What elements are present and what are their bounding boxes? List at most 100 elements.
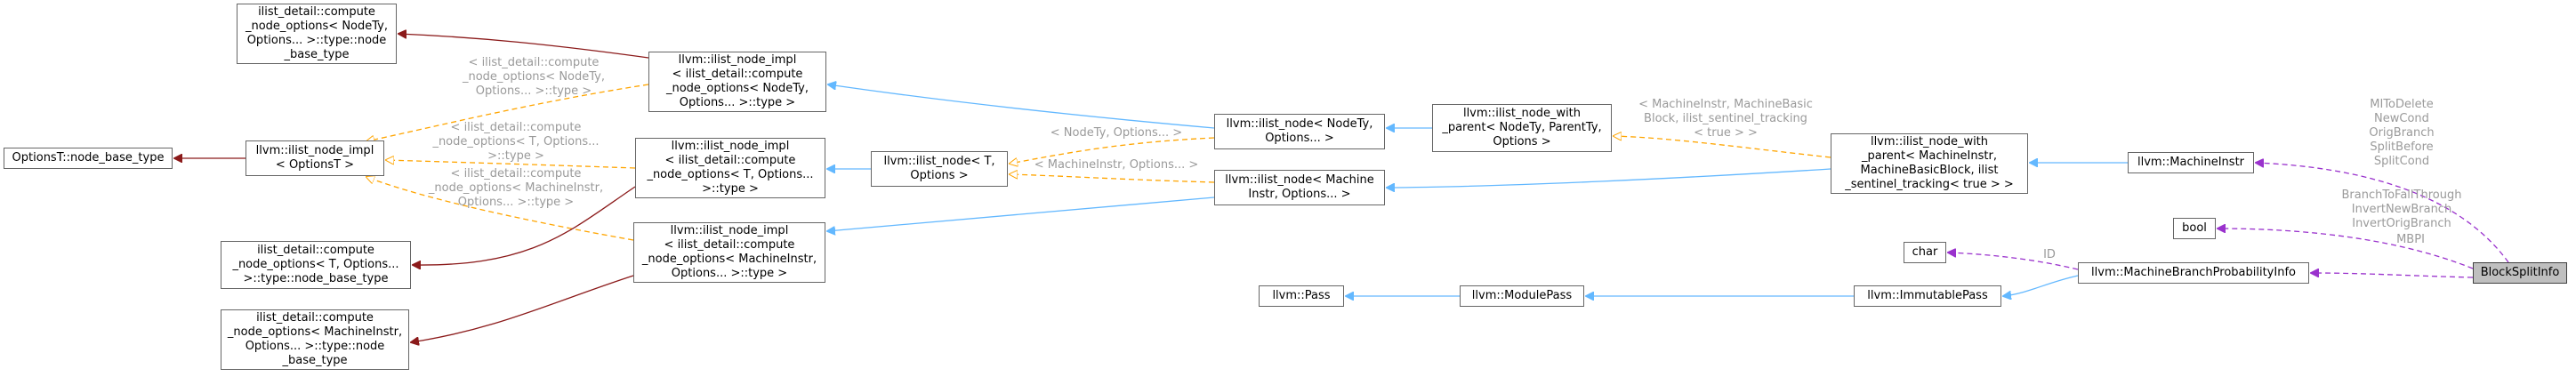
node-impl-options-t[interactable]: llvm::ilist_node_impl< OptionsT > — [246, 140, 384, 176]
edge_labels.tpl_impl_nodety-line: _node_options< NodeTy, — [462, 70, 606, 84]
nodes.base_machine-line: _node_options< MachineInstr, — [227, 325, 403, 339]
edge-dark-base-t — [413, 186, 636, 265]
node-impl-machine[interactable]: llvm::ilist_node_impl< ilist_detail::com… — [633, 222, 825, 283]
edge-usage-mbpi — [2311, 273, 2474, 278]
nodes.impl_machine-line: < ilist_detail::compute — [664, 238, 795, 252]
edge_labels.bool_members-line: InvertOrigBranch — [2352, 217, 2451, 230]
node-mbp-info[interactable]: llvm::MachineBranchProbabilityInfo — [2078, 262, 2309, 284]
edge-usage-machineinstr — [2256, 163, 2509, 263]
nodes.impl_machine-line: _node_options< MachineInstr, — [641, 253, 817, 266]
nodes.module_pass-line: llvm::ModulePass — [1471, 289, 1573, 302]
edge-tpl-impl-machine — [366, 177, 634, 241]
nodes.char_type-line: char — [1912, 245, 1938, 259]
edge_labels.mi_members-line: SplitCond — [2373, 155, 2430, 168]
nodes.ilist_node_with_parent_tpl-line: llvm::ilist_node_with — [1462, 107, 1582, 120]
nodes.machine_instr-line: llvm::MachineInstr — [2137, 156, 2245, 169]
nodes.base_t-line: ilist_detail::compute — [257, 244, 374, 257]
edge_labels.char_member-line: ID — [2043, 248, 2056, 261]
node-machine-instr[interactable]: llvm::MachineInstr — [2128, 152, 2254, 173]
edge_labels.bool_members-line: BranchToFallThrough — [2341, 188, 2462, 202]
edge-inherit-with-parent-mi — [1387, 168, 1831, 188]
edge-label-tpl-machineinstr: < MachineInstr, Options... > — [1023, 158, 1210, 172]
nodes.immutable_pass-line: llvm::ImmutablePass — [1867, 289, 1988, 302]
nodes.impl_nodety-line: Options... >::type > — [679, 96, 796, 109]
nodes.impl_nodety-line: llvm::ilist_node_impl — [678, 53, 797, 67]
nodes.ilist_node_nodety-line: Options... > — [1265, 132, 1334, 145]
edge-dark-base-machine — [411, 275, 634, 342]
edge_labels.tpl_impl_machine-line: Options... >::type > — [457, 196, 575, 209]
node-char[interactable]: char — [1904, 242, 1946, 263]
edge_labels.mbpi_member-line: MBPI — [2396, 233, 2425, 246]
node-base-machine[interactable]: ilist_detail::compute_node_options< Mach… — [221, 309, 409, 370]
edge-tpl-impl-t — [386, 160, 636, 169]
edge-usage-bool — [2218, 229, 2474, 269]
nodes.impl_t-line: >::type > — [702, 182, 759, 196]
node-base-t[interactable]: ilist_detail::compute_node_options< T, O… — [221, 241, 411, 289]
nodes.impl_t-line: < ilist_detail::compute — [664, 154, 796, 167]
edge-label-id: ID — [2032, 248, 2067, 262]
node-block-split-info[interactable]: BlockSplitInfo — [2473, 262, 2567, 284]
nodes.ilist_node_t-line: llvm::ilist_node< T, — [883, 155, 995, 168]
node-impl-nodety[interactable]: llvm::ilist_node_impl< ilist_detail::com… — [648, 52, 826, 112]
node-immutable-pass[interactable]: llvm::ImmutablePass — [1854, 285, 2001, 307]
nodes.impl_machine-line: Options... >::type > — [671, 267, 788, 280]
nodes.impl_options_t-line: llvm::ilist_node_impl — [255, 144, 374, 157]
edge-label-mbpi: MBPI — [2366, 233, 2455, 247]
nodes.base_machine-line: ilist_detail::compute — [256, 311, 374, 325]
edge_labels.tpl_impl_t-line: _node_options< T, Options... — [432, 135, 600, 148]
edge_labels.tpl_with_parent-line: < MachineInstr, MachineBasic — [1638, 98, 1813, 111]
edge_labels.tpl_impl_nodety-line: < ilist_detail::compute — [468, 56, 600, 69]
edge-label-tpl-nodety: < NodeTy, Options... > — [1032, 126, 1201, 140]
node-impl-t[interactable]: llvm::ilist_node_impl< ilist_detail::com… — [635, 138, 825, 198]
nodes.base_nodety-line: _node_options< NodeTy, — [245, 20, 389, 33]
node-ilist-node-with-parent-tpl[interactable]: llvm::ilist_node_with_parent< NodeTy, Pa… — [1432, 104, 1612, 152]
edge-label-tpl-impl-nodety: < ilist_detail::compute_node_options< No… — [445, 56, 623, 99]
nodes.base_nodety-line: ilist_detail::compute — [258, 5, 375, 19]
node-base-nodety[interactable]: ilist_detail::compute_node_options< Node… — [237, 4, 397, 64]
edge-label-tpl-impl-t: < ilist_detail::compute_node_options< T,… — [418, 121, 614, 164]
nodes.ilist_node_with_parent_mi-line: _parent< MachineInstr, — [1862, 149, 1997, 163]
nodes.impl_t-line: llvm::ilist_node_impl — [671, 140, 790, 153]
edge-label-tpl-impl-machine: < ilist_detail::compute_node_options< Ma… — [418, 167, 614, 210]
nodes.mbp_info-line: llvm::MachineBranchProbabilityInfo — [2091, 266, 2296, 279]
node-bool[interactable]: bool — [2173, 218, 2216, 239]
edge_labels.tpl_impl_nodety-line: Options... >::type > — [475, 84, 592, 98]
edge-tpl-nodety — [1010, 137, 1215, 164]
node-ilist-node-nodety[interactable]: llvm::ilist_node< NodeTy,Options... > — [1214, 114, 1385, 149]
nodes.impl_t-line: _node_options< T, Options... — [647, 168, 814, 181]
nodes.impl_nodety-line: < ilist_detail::compute — [672, 68, 803, 81]
edge_labels.mi_members-line: OrigBranch — [2369, 126, 2435, 140]
nodes.ilist_node_with_parent_mi-line: llvm::ilist_node_with — [1870, 135, 1989, 148]
nodes.ilist_node_with_parent_tpl-line: _parent< NodeTy, ParentTy, — [1442, 121, 1602, 134]
nodes.base_t-line: _node_options< T, Options... — [232, 258, 399, 271]
nodes.ilist_node_t-line: Options > — [910, 169, 969, 182]
nodes.impl_nodety-line: _node_options< NodeTy, — [665, 82, 809, 95]
edge_labels.tpl_impl_t-line: >::type > — [487, 149, 544, 163]
node-options-base[interactable]: OptionsT::node_base_type — [4, 148, 173, 169]
nodes.ilist_node_machine-line: llvm::ilist_node< Machine — [1225, 173, 1374, 187]
nodes.ilist_node_nodety-line: llvm::ilist_node< NodeTy, — [1226, 117, 1373, 131]
node-pass[interactable]: llvm::Pass — [1259, 285, 1344, 307]
edge-tpl-machine — [1010, 174, 1215, 183]
nodes.block_split_info-line: BlockSplitInfo — [2480, 266, 2560, 279]
edge_labels.tpl_impl_t-line: < ilist_detail::compute — [450, 121, 582, 134]
node-ilist-node-with-parent-mi[interactable]: llvm::ilist_node_with_parent< MachineIns… — [1831, 133, 2028, 194]
edge-inherit-machine-node — [827, 197, 1215, 231]
edge-inherit-mbpi — [2003, 275, 2079, 296]
node-module-pass[interactable]: llvm::ModulePass — [1460, 285, 1584, 307]
nodes.ilist_node_with_parent_tpl-line: Options > — [1493, 135, 1551, 148]
edge-inherit-nodety — [828, 84, 1215, 129]
nodes.bool_type-line: bool — [2182, 221, 2207, 235]
node-ilist-node-t[interactable]: llvm::ilist_node< T,Options > — [871, 151, 1008, 187]
edge-usage-char — [1948, 253, 2079, 270]
nodes.base_nodety-line: Options... >::type::node — [246, 34, 387, 47]
nodes.options_base-line: OptionsT::node_base_type — [12, 151, 165, 164]
edge_labels.tpl_machineinstr-line: < MachineInstr, Options... > — [1034, 158, 1199, 172]
edge_labels.bool_members-line: InvertNewBranch — [2351, 203, 2452, 216]
nodes.impl_options_t-line: < OptionsT > — [275, 158, 355, 172]
